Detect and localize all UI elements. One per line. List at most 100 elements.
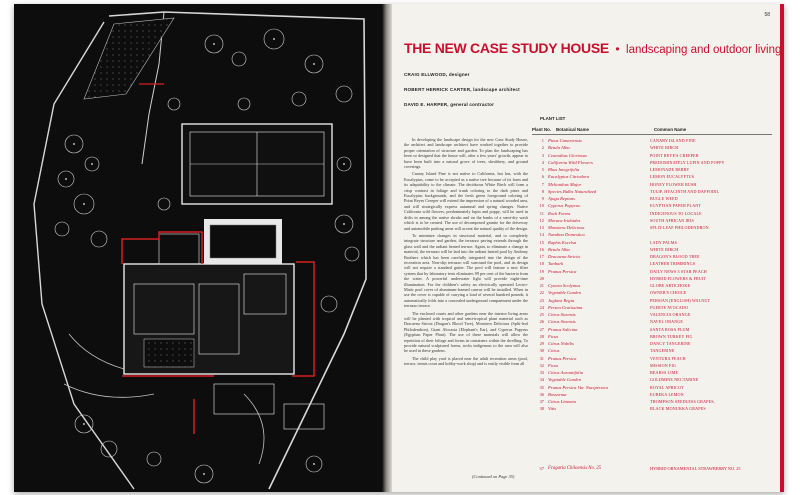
col-head-common: Common Name bbox=[654, 127, 687, 132]
plant-common-name: LEMON EUCALYPTUS bbox=[650, 174, 695, 180]
plant-botanical-name: Eucalyptus Citriodora bbox=[548, 174, 590, 180]
col-head-plant-no: Plant No. bbox=[532, 127, 552, 132]
plant-number: 25 bbox=[539, 312, 544, 317]
site-plan-drawing bbox=[14, 4, 384, 492]
plant-common-name: VENTURA PEACH bbox=[650, 355, 686, 361]
plant-number: 27 bbox=[539, 326, 544, 332]
plant-number: 12 bbox=[539, 217, 544, 223]
plant-common-name: THOMPSON SEEDLESS GRAPES, bbox=[650, 399, 715, 404]
plant-number: 6 bbox=[541, 174, 544, 180]
plant-botanical-name: Melianthus Major bbox=[548, 181, 582, 187]
plant-common-name: PREDOMINATELY LUPIN AND POPPY bbox=[650, 159, 725, 165]
plant-common-name: HONEY FLOWER BUSH bbox=[650, 181, 697, 187]
body-paragraph: The enclosed courts and other gardens ne… bbox=[404, 310, 528, 354]
left-page-site-plan bbox=[14, 4, 384, 492]
plant-botanical-name: Cynara Scolymus bbox=[548, 283, 581, 288]
plant-botanical-name: Citrus Sinensis bbox=[548, 312, 576, 317]
page-edge-red bbox=[780, 4, 784, 492]
plant-botanical-name: California Wild Flowers bbox=[548, 159, 593, 165]
plant-number: 5 bbox=[541, 167, 544, 172]
continued-note: (Continued on Page 35) bbox=[472, 474, 515, 479]
plant-number: 22 bbox=[539, 290, 544, 296]
plant-number: 23 bbox=[539, 297, 544, 303]
plant-botanical-name: Prunus Persica bbox=[548, 268, 577, 274]
plant-list-row: 7 Melianthus Major HONEY FLOWER BUSH bbox=[532, 182, 777, 189]
credits-block: CRAIG ELLWOOD, designer ROBERT HERRICK C… bbox=[404, 72, 520, 117]
plant-common-name: VALENCIA ORANGE bbox=[650, 312, 691, 317]
plant-botanical-name: Raphis Excelsa bbox=[548, 239, 577, 245]
page-number: 58 bbox=[764, 12, 770, 18]
plant-common-name: HYBRID ORNAMENTAL STRAWBERRY NO. 25 bbox=[650, 466, 741, 471]
plant-botanical-name: Ajuga Reptans bbox=[548, 196, 575, 201]
plant-number: 8 bbox=[541, 188, 544, 194]
plant-number: 10 bbox=[539, 203, 544, 209]
plant-number: 11 bbox=[539, 210, 544, 216]
plant-number: 19 bbox=[539, 268, 544, 274]
plant-botanical-name: Citrus Sinensis bbox=[548, 319, 576, 325]
article-body: In developing the landscape design for t… bbox=[404, 137, 528, 369]
plant-botanical-name: Juglans Regia bbox=[548, 297, 575, 303]
plant-common-name: HYBRID FLOWERS & FRUIT bbox=[650, 275, 707, 281]
plant-list-last-row: 37 Fragaria Chiloensis No. 25 HYBRID ORN… bbox=[532, 466, 777, 474]
plant-list-row: 25 Citrus Sinensis VALENCIA ORANGE bbox=[532, 312, 777, 319]
plant-botanical-name: Rhus Integrifolia bbox=[548, 167, 580, 172]
plant-botanical-name: Citrus Nobilis bbox=[548, 341, 574, 346]
plant-botanical-name: Pinus Canariensis bbox=[548, 138, 582, 143]
plant-number: 34 bbox=[539, 377, 544, 383]
plant-number: 24 bbox=[539, 304, 544, 310]
plant-common-name: BUGLE WEED bbox=[650, 196, 678, 201]
plant-number: 1 bbox=[541, 138, 544, 143]
plant-common-name: GLOBE ARTICHOKE bbox=[650, 283, 691, 288]
credit-contractor: DAVID E. HARPER, general contractor bbox=[404, 102, 495, 107]
plant-number: 35 bbox=[539, 384, 544, 390]
plant-common-name: TULIP, HYACINTH AND DAFFODIL bbox=[650, 188, 720, 194]
plant-botanical-name: Citrus bbox=[548, 348, 560, 354]
plant-common-name: WHITE BIRCH bbox=[650, 145, 679, 151]
plant-botanical-name: Vegetable Garden bbox=[548, 290, 581, 296]
credit-designer: CRAIG ELLWOOD, designer bbox=[404, 72, 470, 77]
plant-common-name: LEMONADE BERRY bbox=[650, 167, 690, 172]
plant-botanical-name: Monstera Deliciosa bbox=[548, 225, 585, 230]
plant-common-name: BROWN TURKEY FIG bbox=[650, 333, 693, 339]
plant-botanical-name: Persea Gratissima bbox=[548, 304, 583, 310]
body-paragraph: To minimize changes in structural materi… bbox=[404, 232, 528, 309]
plant-botanical-name: Ceanothus Gloriosus bbox=[548, 152, 587, 158]
plant-botanical-name: Betula Alba bbox=[548, 246, 570, 252]
plant-common-name: MISSION FIG bbox=[650, 362, 677, 368]
plant-number: 9 bbox=[541, 196, 544, 201]
plant-number: 16 bbox=[539, 246, 544, 252]
plant-list-row: 9 Ajuga Reptans BUGLE WEED bbox=[532, 196, 777, 203]
body-paragraph: The child play yard is placed near the a… bbox=[404, 355, 528, 367]
plant-common-name: GOLDMINE NECTARINE bbox=[650, 377, 699, 383]
plant-common-name: SOUTH AFRICAN IRIS bbox=[650, 217, 694, 223]
plant-number: 7 bbox=[541, 181, 544, 187]
plant-botanical-name: Vegetable Garden bbox=[548, 377, 581, 383]
plant-number: 29 bbox=[539, 341, 544, 346]
plant-common-name: INDIGENOUS TO LOCALE bbox=[650, 210, 702, 216]
title-main: THE NEW CASE STUDY HOUSE bbox=[404, 40, 609, 56]
plant-botanical-name: Dracaena Stricta bbox=[548, 254, 580, 259]
title-subtitle: landscaping and outdoor living bbox=[626, 44, 780, 56]
article-title: THE NEW CASE STUDY HOUSE • landscaping a… bbox=[404, 40, 780, 58]
plant-common-name: OWNER'S CHOICE bbox=[650, 290, 687, 296]
